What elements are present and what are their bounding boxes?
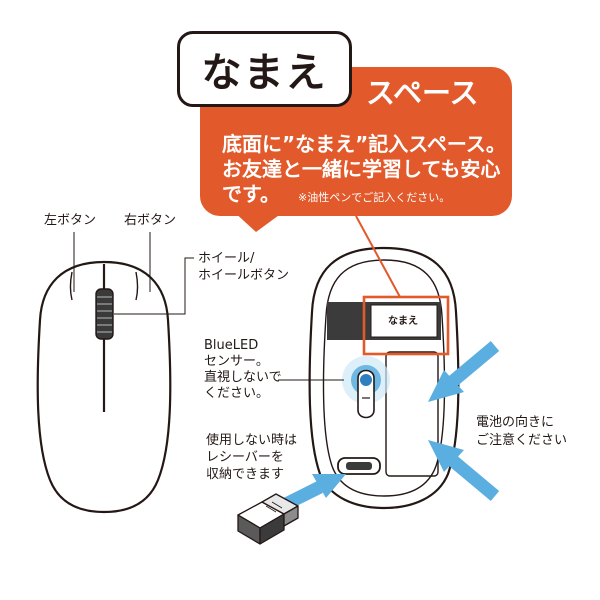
name-tag-strip bbox=[327, 215, 450, 356]
description-line: 底面に”なまえ”記入スペース。 bbox=[222, 132, 506, 156]
left-button-label: 左ボタン bbox=[44, 213, 97, 228]
sensor-label-line: BlueLED bbox=[204, 338, 259, 353]
description-line: です。 ※油性ペンでご記入ください。 bbox=[222, 182, 506, 210]
description-line: お友達と一緒に学習しても安心 bbox=[222, 157, 501, 181]
battery-arrow-lower bbox=[428, 440, 500, 501]
sensor-label-line: 直視しないで bbox=[204, 370, 282, 385]
battery-label: 電池の向きに ご注意ください bbox=[476, 414, 567, 450]
wheel-label: ホイール/ ホイールボタン bbox=[198, 250, 289, 284]
sensor-label: BlueLED センサー。 直視しないで ください。 bbox=[204, 338, 282, 402]
battery-arrow-upper bbox=[428, 341, 500, 402]
sensor-label-line: センサー。 bbox=[204, 354, 269, 369]
receiver-label-line: レシーバーを bbox=[206, 450, 284, 465]
wheel-label-line: ホイールボタン bbox=[198, 268, 290, 283]
sensor-label-line: ください。 bbox=[204, 386, 270, 401]
receiver-label-line: 使用しない時は bbox=[206, 433, 298, 448]
mouse-top-view bbox=[36, 260, 172, 514]
blueled-sensor bbox=[278, 356, 390, 419]
wheel-label-line: ホイール/ bbox=[198, 251, 255, 266]
name-space-description: 底面に”なまえ”記入スペース。 お友達と一緒に学習しても安心 です。 ※油性ペンで… bbox=[222, 132, 506, 210]
leader-lines-top bbox=[73, 232, 194, 315]
scroll-wheel bbox=[95, 288, 114, 340]
space-title: スペース bbox=[366, 76, 479, 110]
mouse-bottom-view bbox=[308, 246, 460, 510]
description-last: です。 bbox=[222, 182, 280, 206]
name-label-box: なまえ bbox=[177, 31, 352, 107]
receiver-label-line: 収納できます bbox=[206, 467, 285, 482]
receiver-storage-label: 使用しない時は レシーバーを 収納できます bbox=[206, 432, 297, 483]
battery-label-line: ご注意ください bbox=[476, 433, 568, 448]
bottom-name-tag-label: なまえ bbox=[388, 316, 418, 327]
pen-note: ※油性ペンでご記入ください。 bbox=[298, 191, 451, 204]
usb-receiver-icon bbox=[237, 493, 299, 545]
right-button-label: 右ボタン bbox=[124, 213, 177, 228]
battery-label-line: 電池の向きに bbox=[476, 415, 555, 430]
receiver-slot bbox=[337, 457, 381, 475]
